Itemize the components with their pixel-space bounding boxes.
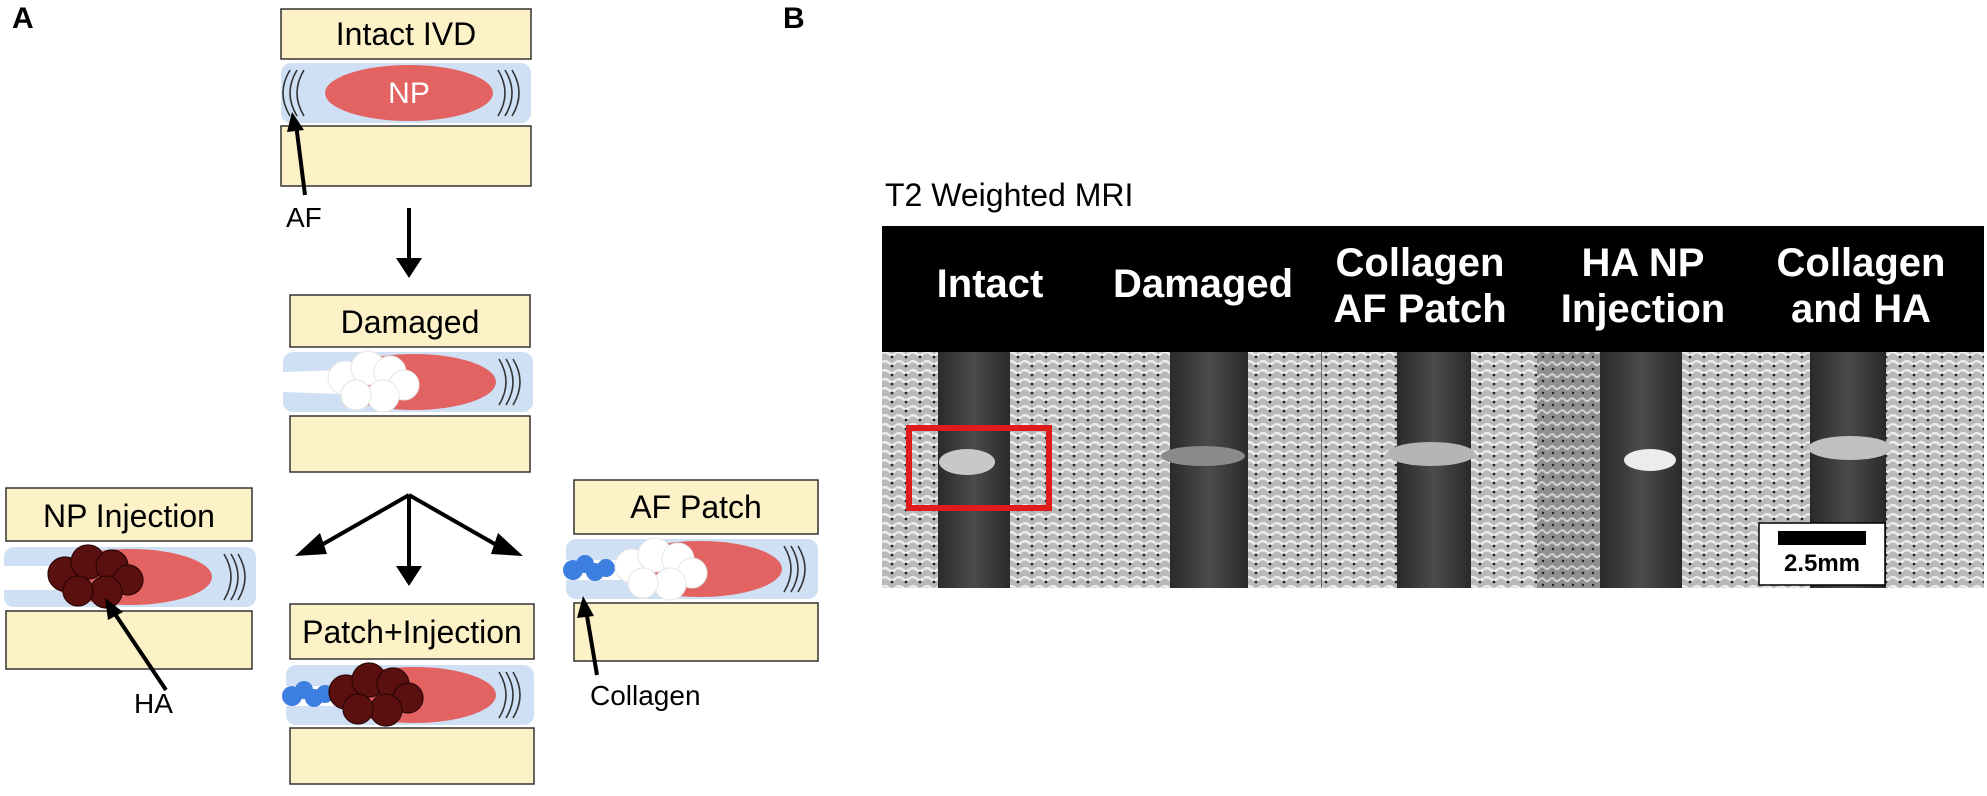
damaged-diagram: Damaged bbox=[283, 294, 533, 473]
nucleus-pulposus bbox=[325, 65, 493, 121]
roi-highlight-box bbox=[906, 425, 1052, 511]
af-patch-title: AF Patch bbox=[630, 489, 762, 525]
af-patch-diagram: AF Patch Collagen bbox=[563, 479, 819, 711]
af-pointer-arrowhead bbox=[287, 112, 304, 132]
disc-intact bbox=[939, 449, 995, 475]
mri-title: T2 Weighted MRI bbox=[885, 177, 1133, 213]
annulus-fibers bbox=[282, 69, 520, 117]
np-label: NP bbox=[388, 77, 430, 110]
collagen-label: Collagen bbox=[590, 680, 701, 711]
intact-ivd-diagram: Intact IVD NP AF bbox=[280, 8, 532, 233]
af-label: AF bbox=[286, 202, 322, 233]
np-injection-diagram: NP Injection HA bbox=[4, 487, 256, 719]
collagen-pointer-arrow bbox=[584, 609, 599, 676]
ha-hydrogel bbox=[47, 544, 144, 609]
ha-hydrogel bbox=[328, 662, 424, 727]
flow-arrowhead bbox=[396, 258, 422, 278]
np-injection-title: NP Injection bbox=[43, 498, 215, 534]
disc-collagen-patch bbox=[1387, 442, 1475, 466]
vertebra-top bbox=[280, 8, 532, 60]
collagen-patch bbox=[563, 555, 615, 581]
col-ha-np-injection-line1: HA NP bbox=[1582, 241, 1705, 285]
col-collagen-af-patch-line1: Collagen bbox=[1336, 241, 1505, 285]
col-intact: Intact bbox=[937, 262, 1044, 306]
col-ha-np-injection-line2: Injection bbox=[1561, 287, 1725, 331]
disc-damaged bbox=[1161, 446, 1245, 466]
damaged-title: Damaged bbox=[341, 304, 480, 340]
collagen-patch bbox=[282, 681, 334, 707]
disc-ha-injection bbox=[1624, 449, 1676, 471]
damage-void bbox=[327, 350, 420, 413]
patch-injection-diagram: Patch+Injection bbox=[282, 603, 535, 785]
scale-bar-label: 2.5mm bbox=[1784, 550, 1860, 577]
col-damaged: Damaged bbox=[1113, 262, 1293, 306]
ha-pointer-arrow bbox=[111, 609, 168, 692]
disc-collagen-ha bbox=[1808, 436, 1892, 460]
scale-bar bbox=[1778, 531, 1866, 545]
ha-label: HA bbox=[134, 688, 173, 719]
panel-a-letter: A bbox=[12, 2, 34, 35]
vertebra-bottom bbox=[280, 125, 532, 187]
col-collagen-ha-line2: and HA bbox=[1791, 287, 1931, 331]
patch-injection-title: Patch+Injection bbox=[302, 614, 522, 650]
af-pointer-arrow bbox=[294, 123, 307, 196]
intact-ivd-title: Intact IVD bbox=[336, 16, 477, 52]
col-collagen-af-patch-line2: AF Patch bbox=[1333, 287, 1506, 331]
mri-panel: 2.5mm bbox=[882, 226, 1984, 588]
panel-b-letter: B bbox=[783, 2, 805, 35]
damage-void bbox=[614, 537, 708, 601]
mri-header-band bbox=[882, 226, 1984, 352]
branch-arrows bbox=[295, 493, 523, 586]
col-collagen-ha-line1: Collagen bbox=[1777, 241, 1946, 285]
